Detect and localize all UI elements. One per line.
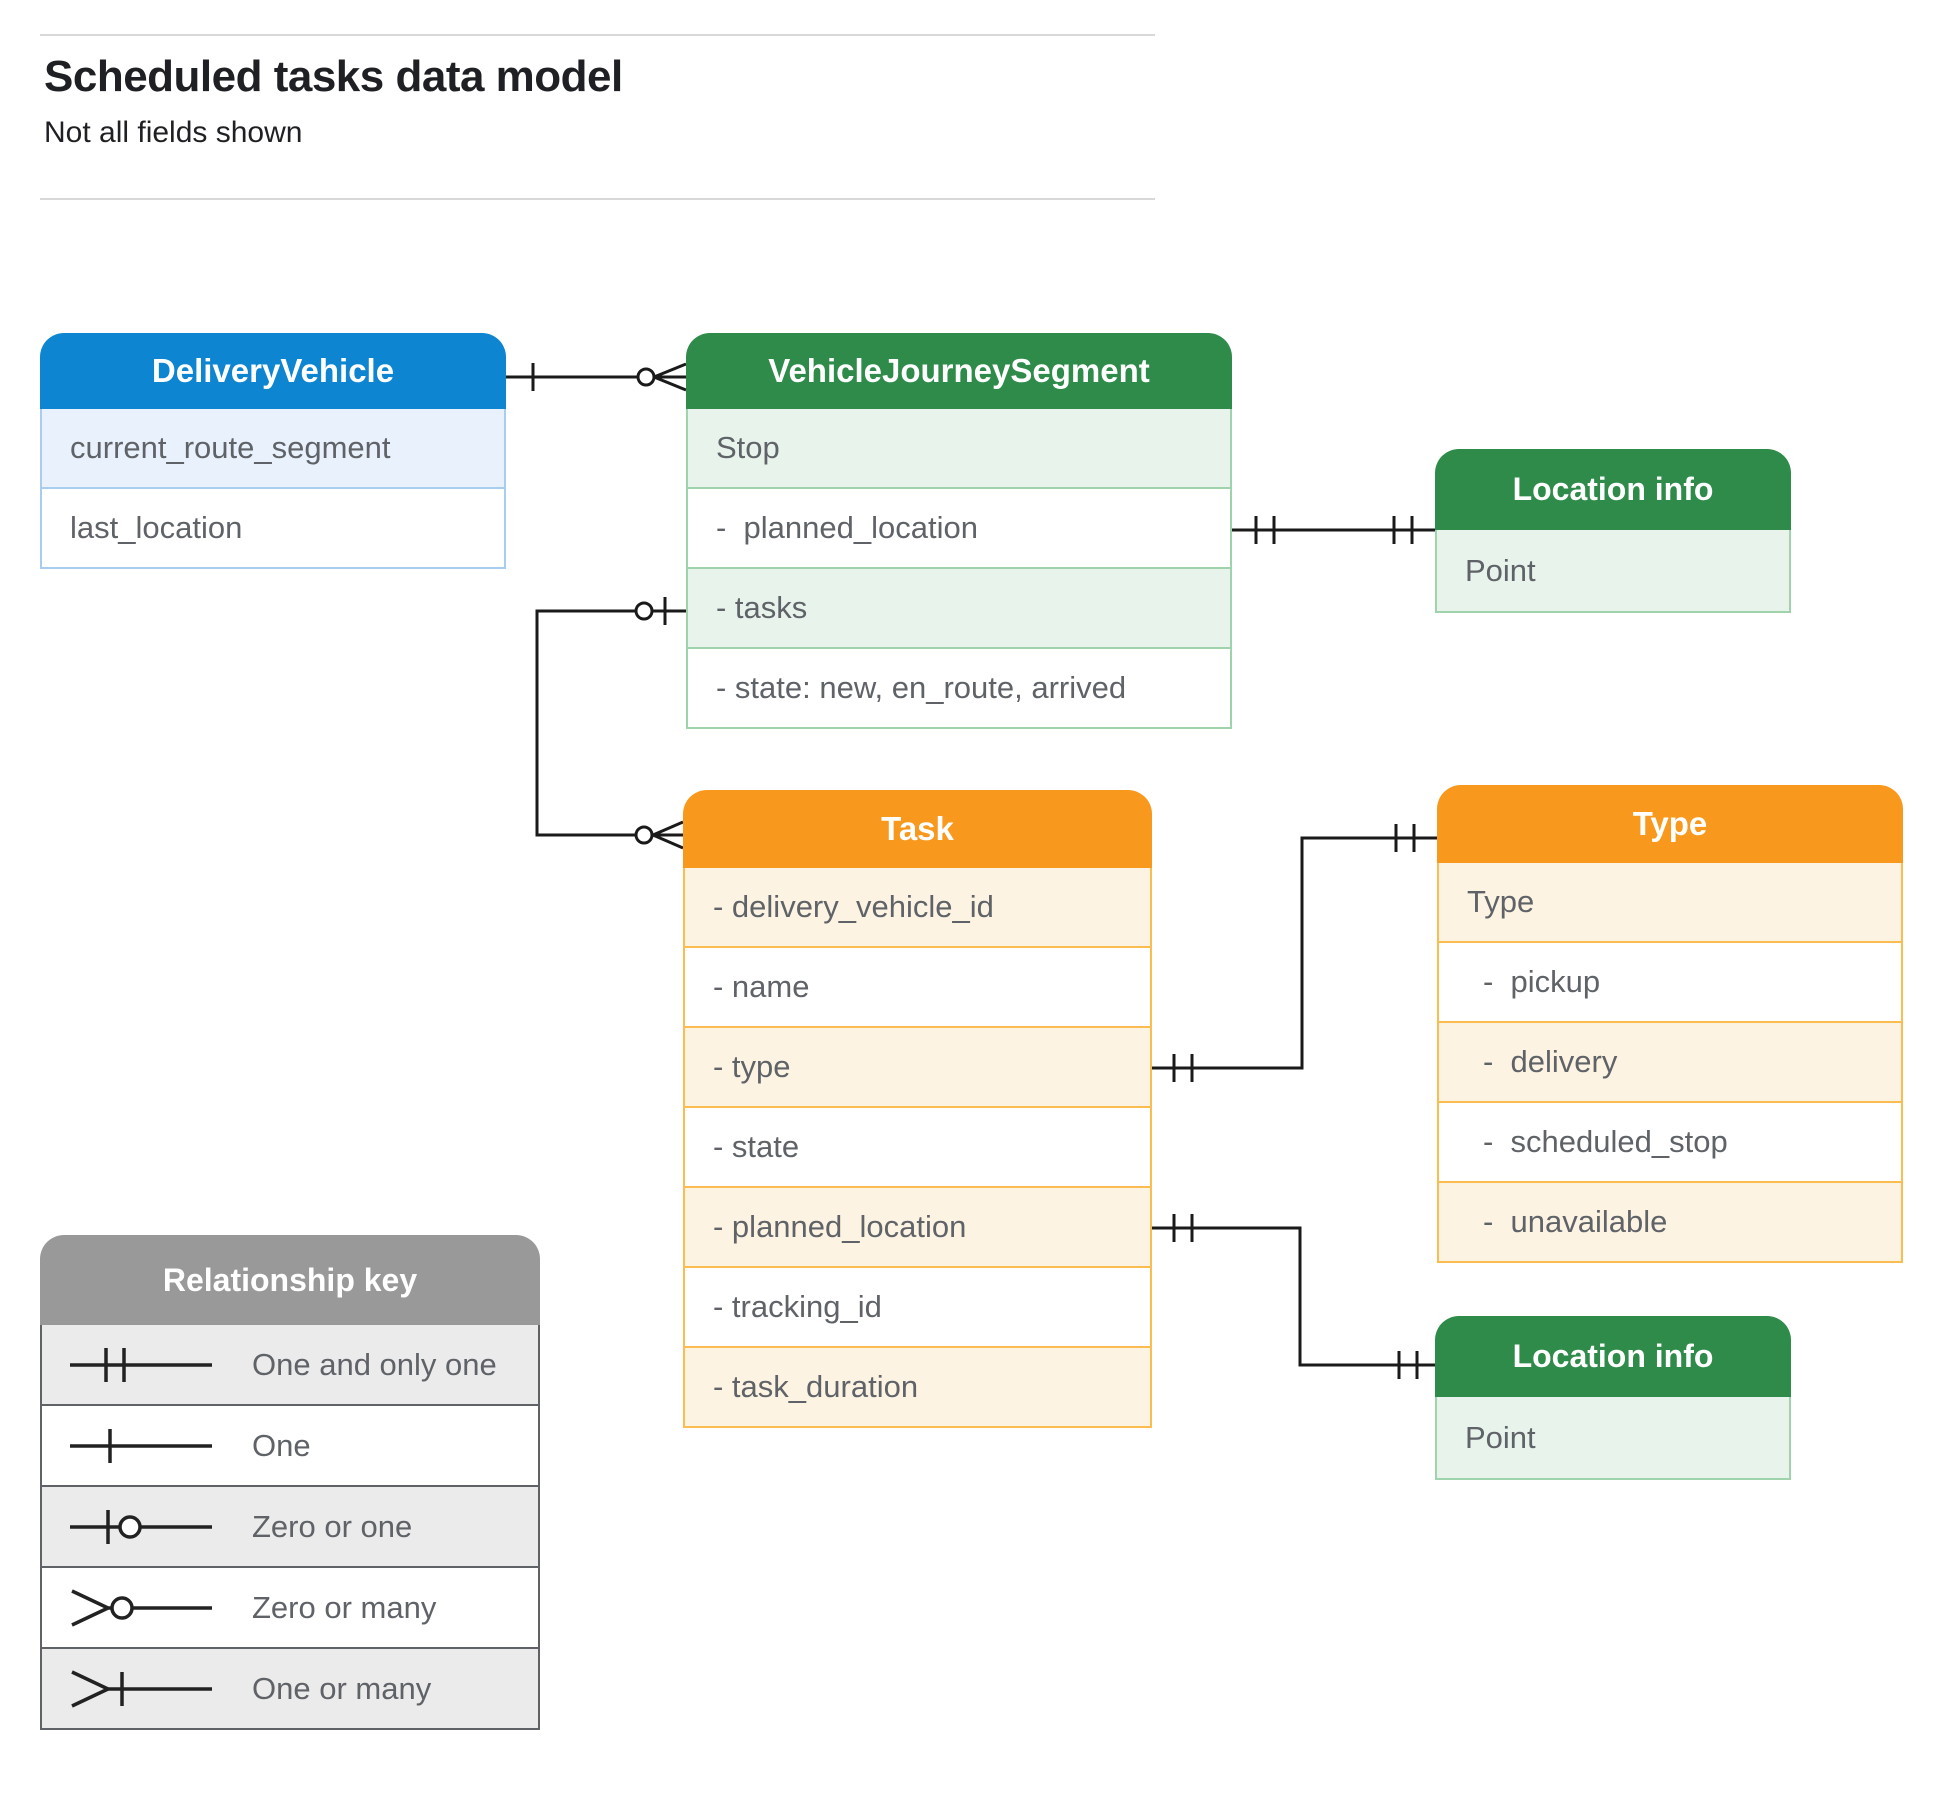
row-stop: Stop <box>686 409 1232 489</box>
zero-or-many-icon <box>71 1588 212 1627</box>
legend-label: One or many <box>252 1670 432 1706</box>
legend-label: Zero or one <box>252 1508 413 1544</box>
row-last-location: last_location <box>40 489 506 569</box>
row-scheduled-stop: - scheduled_stop <box>1437 1103 1903 1183</box>
wire-vjs-task <box>535 597 686 850</box>
legend-label: One <box>252 1427 311 1463</box>
relationship-key-title: Relationship key <box>40 1235 540 1325</box>
wire-task-locationinfo-bottom <box>1152 1214 1435 1379</box>
relationship-key: Relationship key One and only one One Ze… <box>40 1235 540 1730</box>
legend-label: Zero or many <box>252 1589 437 1625</box>
legend-item-one: One <box>40 1406 540 1487</box>
row-type: - type <box>683 1028 1152 1108</box>
entity-type-title: Type <box>1437 785 1903 863</box>
row-point-top: Point <box>1435 530 1791 613</box>
legend-label: One and only one <box>252 1346 497 1382</box>
row-pickup: - pickup <box>1437 943 1903 1023</box>
row-type-label: Type <box>1437 863 1903 943</box>
row-unavailable: - unavailable <box>1437 1183 1903 1263</box>
row-current-route-segment: current_route_segment <box>40 409 506 489</box>
row-delivery-vehicle-id: - delivery_vehicle_id <box>683 868 1152 948</box>
one-icon <box>70 1428 212 1463</box>
legend-item-zero-or-one: Zero or one <box>40 1487 540 1568</box>
header-divider <box>40 198 1155 200</box>
one-and-only-one-icon <box>70 1347 212 1382</box>
wire-deliveryvehicle-vehiclejourneysegment <box>506 362 687 392</box>
entity-delivery-vehicle: DeliveryVehicle current_route_segment la… <box>40 333 506 569</box>
row-delivery: - delivery <box>1437 1023 1903 1103</box>
entity-delivery-vehicle-title: DeliveryVehicle <box>40 333 506 409</box>
row-task-state: - state <box>683 1108 1152 1188</box>
one-or-many-icon <box>71 1669 212 1708</box>
entity-location-info-bottom: Location info Point <box>1435 1316 1791 1480</box>
row-task-planned-location: - planned_location <box>683 1188 1152 1268</box>
entity-task: Task - delivery_vehicle_id - name - type… <box>683 790 1152 1428</box>
page-subtitle: Not all fields shown <box>44 116 303 149</box>
entity-task-title: Task <box>683 790 1152 868</box>
legend-item-one-or-many: One or many <box>40 1649 540 1730</box>
row-tasks: - tasks <box>686 569 1232 649</box>
row-tracking-id: - tracking_id <box>683 1268 1152 1348</box>
page-title: Scheduled tasks data model <box>44 52 623 101</box>
top-divider <box>40 34 1155 36</box>
entity-location-info-bottom-title: Location info <box>1435 1316 1791 1397</box>
entity-vehicle-journey-segment-title: VehicleJourneySegment <box>686 333 1232 409</box>
row-name: - name <box>683 948 1152 1028</box>
zero-or-one-icon <box>70 1509 212 1544</box>
row-state: - state: new, en_route, arrived <box>686 649 1232 729</box>
entity-location-info-top: Location info Point <box>1435 449 1791 613</box>
legend-item-zero-or-many: Zero or many <box>40 1568 540 1649</box>
legend-item-one-and-only-one: One and only one <box>40 1325 540 1406</box>
wire-task-type <box>1152 824 1437 1082</box>
row-task-duration: - task_duration <box>683 1348 1152 1428</box>
entity-location-info-top-title: Location info <box>1435 449 1791 530</box>
row-point-bottom: Point <box>1435 1397 1791 1480</box>
entity-type: Type Type - pickup - delivery - schedule… <box>1437 785 1903 1263</box>
wire-vjs-locationinfo-top <box>1232 516 1435 544</box>
row-planned-location: - planned_location <box>686 489 1232 569</box>
entity-vehicle-journey-segment: VehicleJourneySegment Stop - planned_loc… <box>686 333 1232 729</box>
